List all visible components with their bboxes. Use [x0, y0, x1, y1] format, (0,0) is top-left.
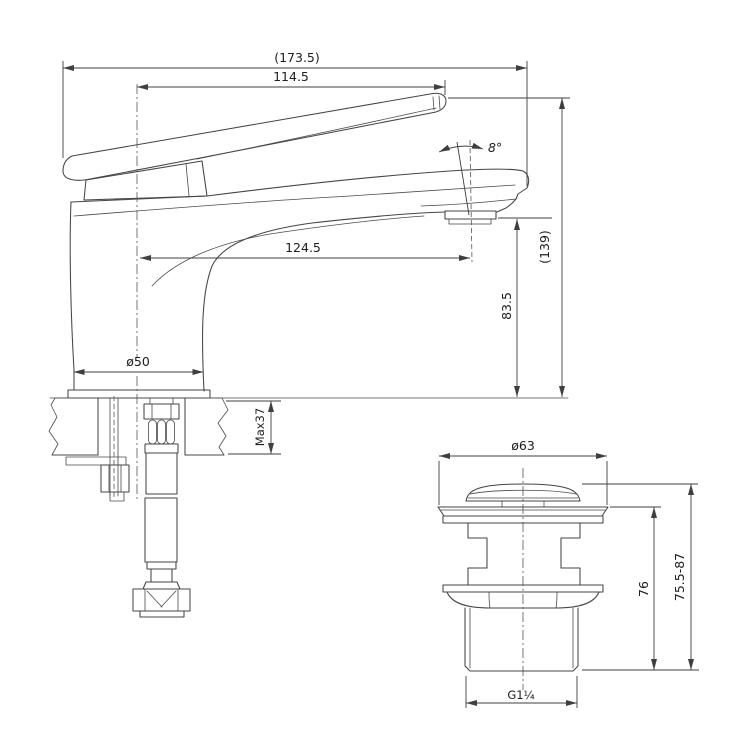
dim-handle-length-label: 114.5 [273, 69, 309, 84]
dim-handle-length: 114.5 [137, 69, 446, 95]
faucet-body-spout [69, 168, 530, 392]
dim-spout-reach-label: 124.5 [285, 240, 321, 255]
dim-overall-height: (139) [448, 97, 570, 397]
dim-drain-height-range-label: 75.5-87 [672, 553, 687, 601]
dim-overall-height-label: (139) [537, 230, 552, 264]
dim-spout-angle-label: 8° [488, 140, 502, 155]
dim-spout-outlet-height: 83.5 [498, 217, 552, 397]
drain-body [442, 522, 604, 593]
dim-drain-thread-label: G1¼ [507, 688, 534, 702]
hose-top-connector [143, 403, 180, 454]
faucet-side-view [62, 84, 530, 502]
dim-base-diameter: ø50 [73, 354, 204, 375]
dim-drain-thread: G1¼ [465, 676, 578, 708]
drain-cap [465, 483, 581, 508]
spout-aerator [444, 210, 497, 225]
dim-max-deck-thickness-label: Max37 [253, 408, 267, 446]
dim-spout-angle: 8° [438, 139, 502, 263]
faucet-cartridge-cover [83, 160, 208, 201]
faucet-base-plate [67, 389, 211, 399]
dim-overall-length-label: (173.5) [274, 50, 320, 65]
hose-braided-section [144, 452, 178, 563]
drain-waste-view [437, 468, 609, 690]
dim-drain-cap-diameter: ø63 [438, 438, 608, 505]
mounting-nut [100, 464, 130, 502]
supply-hose [132, 397, 191, 618]
dim-drain-cap-diameter-label: ø63 [511, 438, 535, 453]
dim-overall-length: (173.5) [62, 50, 528, 186]
dim-spout-reach: 124.5 [140, 240, 470, 261]
drain-flange [437, 506, 609, 524]
dim-drain-body-height: 76 [582, 506, 699, 671]
under-counter-washer [65, 456, 127, 466]
countertop-section [48, 397, 569, 456]
drain-threaded-tail [464, 607, 579, 672]
dim-max-deck-thickness: Max37 [226, 400, 281, 455]
faucet-handle-lever [62, 92, 447, 181]
dim-drain-height-range: 75.5-87 [582, 483, 698, 670]
mounting-stud [65, 396, 127, 500]
drain-locknut [446, 591, 600, 609]
hose-end-fitting [132, 561, 191, 618]
dim-base-diameter-label: ø50 [126, 354, 150, 369]
dim-drain-body-height-label: 76 [636, 581, 651, 597]
dim-spout-outlet-height-label: 83.5 [499, 292, 514, 320]
